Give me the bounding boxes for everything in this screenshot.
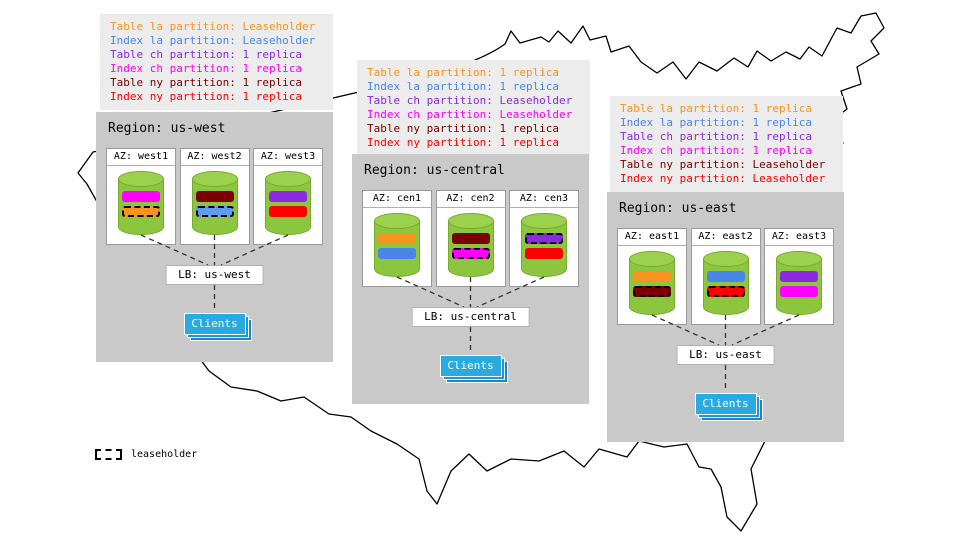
az-label: AZ: cen1 (363, 191, 431, 208)
leaseholder-legend: leaseholder (95, 449, 197, 460)
partition-bars (378, 233, 416, 259)
partition-bar (706, 271, 745, 282)
load-balancer: LB: us-west (165, 265, 264, 285)
annotation-line: Table ny partition: 1 replica (110, 76, 303, 89)
partition-bars (525, 233, 563, 259)
annotation-line: Table ch partition: 1 replica (620, 130, 813, 143)
az-box-east1: AZ: east1 (617, 228, 687, 325)
az-box-west2: AZ: west2 (179, 148, 250, 245)
partition-bar (451, 233, 490, 244)
annotation-line: Index ch partition: Leaseholder (367, 108, 573, 121)
az-label: AZ: east2 (691, 229, 760, 246)
region-title: Region: us-west (108, 121, 226, 136)
annotation-line: Index ny partition: 1 replica (110, 90, 303, 103)
az-label: AZ: cen3 (510, 191, 578, 208)
partition-bar (378, 248, 416, 259)
annotation-line: Table ch partition: 1 replica (110, 48, 303, 61)
az-label: AZ: west3 (254, 149, 322, 166)
leaseholder-swatch-icon (95, 449, 122, 460)
az-box-west3: AZ: west3 (253, 148, 323, 245)
partition-bar (269, 206, 307, 217)
partition-bars (633, 271, 671, 297)
partition-bar (525, 233, 563, 244)
az-label: AZ: west1 (107, 149, 175, 166)
partition-bar (451, 248, 490, 259)
clients-label: Clients (694, 393, 757, 415)
az-box-cen3: AZ: cen3 (509, 190, 579, 287)
annotation-line: Table ny partition: Leaseholder (620, 158, 826, 171)
annotation-line: Table la partition: 1 replica (620, 102, 813, 115)
annotation-line: Table ch partition: Leaseholder (367, 94, 573, 107)
partition-bar (378, 233, 416, 244)
annotation-line: Index la partition: Leaseholder (110, 34, 316, 47)
partition-bars (706, 271, 745, 297)
partition-bars (122, 191, 160, 217)
az-label: AZ: east3 (765, 229, 833, 246)
annotation-line: Index ny partition: Leaseholder (620, 172, 826, 185)
az-label: AZ: east1 (618, 229, 686, 246)
az-box-east3: AZ: east3 (764, 228, 834, 325)
clients-box: Clients (183, 313, 252, 341)
partition-bar (269, 191, 307, 202)
partition-bar (525, 248, 563, 259)
load-balancer: LB: us-east (676, 345, 775, 365)
annotation-line: Index la partition: 1 replica (367, 80, 560, 93)
partition-bar (780, 271, 818, 282)
annotation-panel-us-central: Table la partition: 1 replica Index la p… (357, 60, 590, 156)
partition-bar (633, 271, 671, 282)
partition-bars (780, 271, 818, 297)
annotation-line: Table la partition: Leaseholder (110, 20, 316, 33)
partition-bar (780, 286, 818, 297)
partition-bars (269, 191, 307, 217)
region-us-west: Region: us-west AZ: west1 AZ: west2 (96, 112, 333, 362)
annotation-panel-us-west: Table la partition: Leaseholder Index la… (100, 14, 333, 110)
region-us-east: Region: us-east AZ: east1 AZ: east2 (607, 192, 844, 442)
partition-bar (122, 206, 160, 217)
annotation-line: Index ch partition: 1 replica (110, 62, 303, 75)
az-box-east2: AZ: east2 (690, 228, 761, 325)
region-us-central: Region: us-central AZ: cen1 AZ: cen2 (352, 154, 589, 404)
partition-bar (195, 191, 234, 202)
annotation-line: Table ny partition: 1 replica (367, 122, 560, 135)
clients-box: Clients (439, 355, 508, 383)
clients-box: Clients (694, 393, 763, 421)
az-box-cen1: AZ: cen1 (362, 190, 432, 287)
clients-label: Clients (439, 355, 502, 377)
leaseholder-label: leaseholder (131, 449, 198, 460)
az-row: AZ: west1 AZ: west2 (106, 148, 323, 245)
partition-bar (706, 286, 745, 297)
annotation-panel-us-east: Table la partition: 1 replica Index la p… (610, 96, 843, 192)
region-title: Region: us-east (619, 201, 737, 216)
partition-bars (451, 233, 490, 259)
partition-bar (633, 286, 671, 297)
az-label: AZ: cen2 (436, 191, 505, 208)
clients-label: Clients (183, 313, 246, 335)
annotation-line: Index la partition: 1 replica (620, 116, 813, 129)
partition-bar (195, 206, 234, 217)
partition-bar (122, 191, 160, 202)
az-box-west1: AZ: west1 (106, 148, 176, 245)
annotation-line: Index ny partition: 1 replica (367, 136, 560, 149)
az-label: AZ: west2 (180, 149, 249, 166)
load-balancer: LB: us-central (411, 307, 530, 327)
region-title: Region: us-central (364, 163, 505, 178)
annotation-line: Index ch partition: 1 replica (620, 144, 813, 157)
az-row: AZ: east1 AZ: east2 (617, 228, 834, 325)
annotation-line: Table la partition: 1 replica (367, 66, 560, 79)
partition-bars (195, 191, 234, 217)
az-row: AZ: cen1 AZ: cen2 (362, 190, 579, 287)
az-box-cen2: AZ: cen2 (435, 190, 506, 287)
